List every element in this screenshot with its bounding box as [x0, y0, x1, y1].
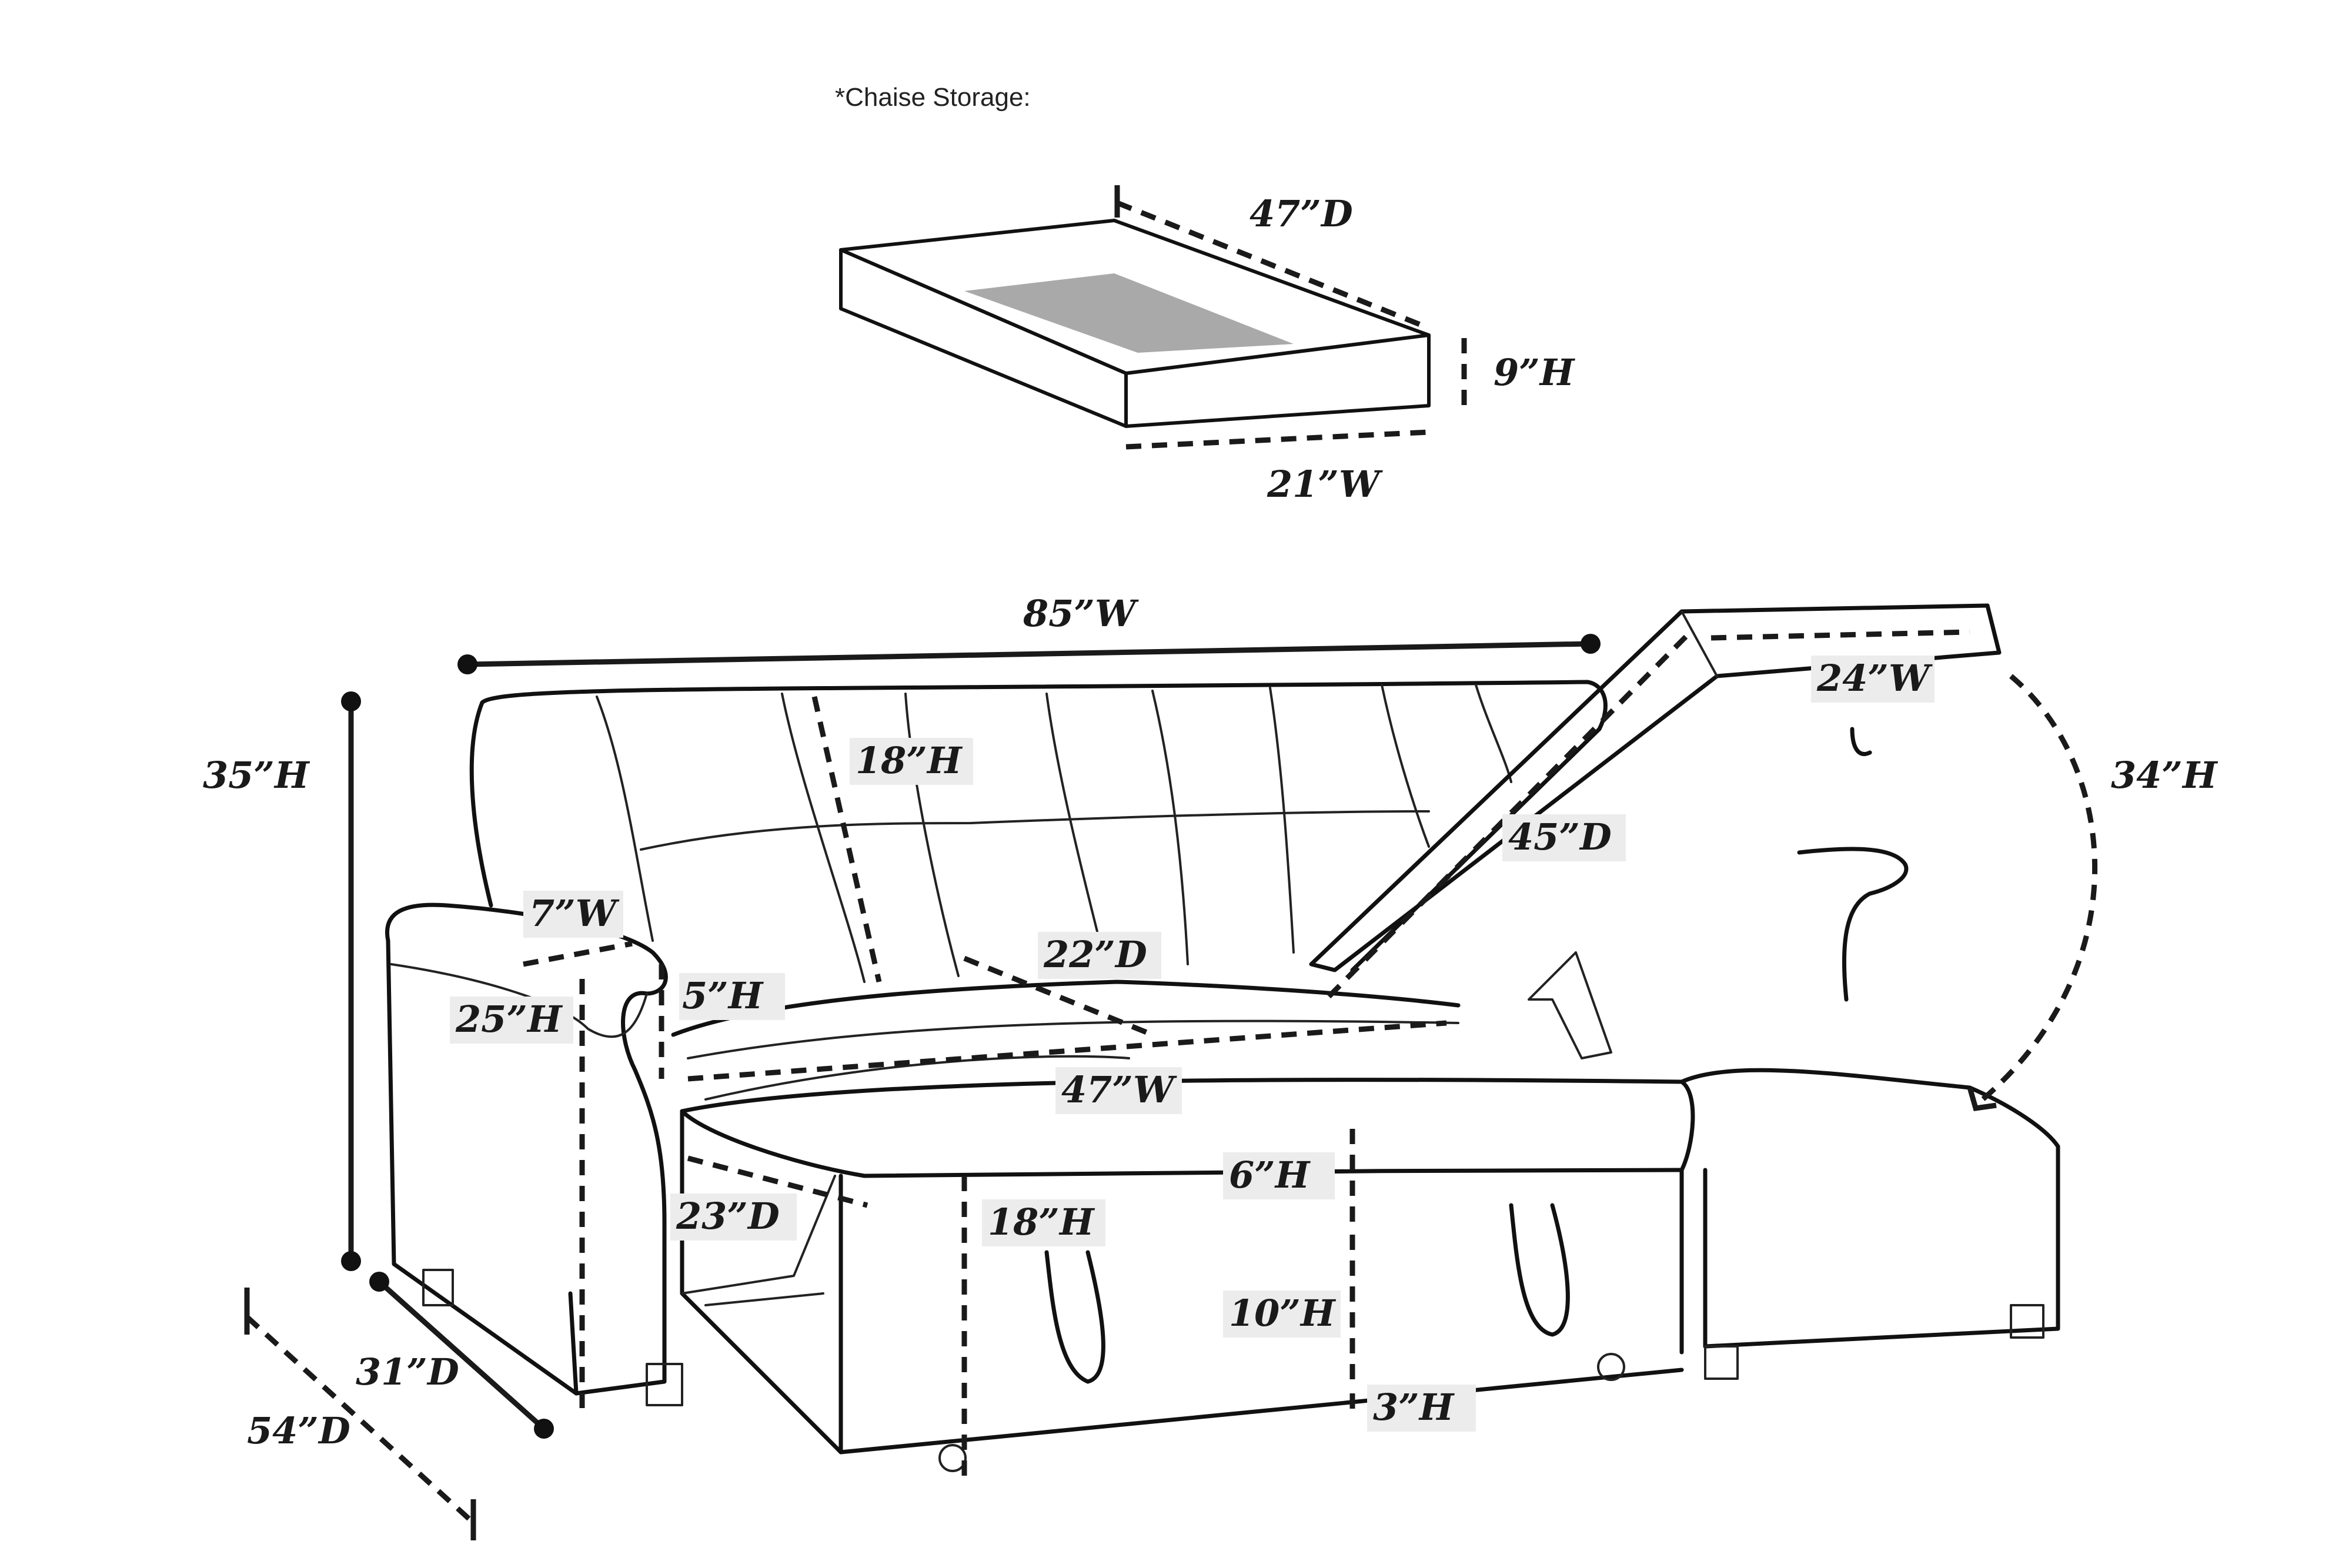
- lid-depth-label-bg: [1502, 814, 1626, 861]
- lid-width-label: 24”W: [1816, 657, 1933, 700]
- seat-width-label-bg: [1055, 1067, 1182, 1114]
- sofa-depth-end-dot: [534, 1419, 554, 1439]
- lid-open-arc: [1974, 674, 2098, 1108]
- overall-width-label: 85”W: [1023, 592, 1139, 635]
- bed-depth-line: [687, 1155, 868, 1208]
- seat-back-edge: [671, 979, 1461, 1037]
- overall-width-end-dot: [1581, 634, 1601, 654]
- leg-left-front: [646, 1363, 683, 1406]
- bed-top: [680, 1078, 1695, 1355]
- chaise-lid-edge: [1681, 610, 1718, 677]
- left-arm-piping: [390, 963, 648, 1038]
- bed-frame-rail: [704, 1292, 824, 1306]
- sofa-depth-label: 31”D: [356, 1350, 459, 1393]
- overall-width-line: [467, 641, 1591, 667]
- base-height-label: 10”H: [1229, 1292, 1337, 1335]
- tray-depth-dimension-line: [1116, 200, 1430, 331]
- bed-frame-brace: [681, 1175, 836, 1295]
- total-depth-label: 54”D: [247, 1409, 350, 1452]
- chaise-body: [1679, 1068, 2060, 1349]
- arm-width-label-bg: [523, 891, 623, 938]
- back-height-label: 18”H: [856, 739, 963, 782]
- back-seam-6: [1269, 687, 1295, 954]
- lid-width-label-bg: [1811, 656, 1935, 703]
- cushion-height-label-bg: [1223, 1152, 1335, 1199]
- seat-width-line: [687, 1020, 1447, 1082]
- lid-open-height-label: 34”H: [2111, 754, 2219, 797]
- dimension-labels: 47”D 9”H 21”W 85”W 35”H 34”H 18”H 24”W 4…: [203, 192, 2219, 1452]
- back-seam-3: [904, 693, 960, 977]
- storage-tray: [839, 185, 1467, 450]
- bed-front-edge: [680, 1109, 1684, 1178]
- lid-open-arrowhead: [1967, 1086, 1997, 1112]
- back-height-line: [811, 696, 882, 982]
- overall-width-start-dot: [457, 654, 477, 674]
- overall-height-bottom-dot: [341, 1251, 361, 1271]
- bed-depth-label: 23”D: [676, 1195, 780, 1238]
- arm-above-seat-label-bg: [679, 973, 785, 1020]
- sofa-depth-line: [377, 1279, 546, 1431]
- leg-chaise-back: [2010, 1304, 2044, 1339]
- leg-height-label: 3”H: [1373, 1386, 1455, 1429]
- back-row-seam: [640, 810, 1430, 851]
- back-seam-2: [781, 693, 866, 983]
- arm-width-label: 7”W: [529, 892, 620, 935]
- arm-above-seat-label: 5”H: [682, 974, 764, 1017]
- bed-height-label: 18”H: [988, 1201, 1095, 1243]
- bed-depth-label-bg: [670, 1193, 797, 1241]
- tray-depth-label: 47”D: [1250, 192, 1353, 235]
- tray-width-label: 21”W: [1267, 463, 1383, 506]
- leg-left-back: [422, 1269, 454, 1306]
- back-seam-4: [1045, 693, 1107, 965]
- back-seam-7: [1381, 684, 1430, 848]
- tray-width-dimension-line: [1125, 429, 1429, 450]
- storage-caption: *Chaise Storage:: [835, 83, 1031, 112]
- overall-height-label: 35”H: [203, 754, 310, 797]
- arm-height-label-bg: [450, 997, 573, 1044]
- tray-right-side: [1124, 333, 1431, 428]
- bed-wheel-left: [938, 1444, 967, 1472]
- back-seam-8: [1475, 684, 1512, 783]
- leg-height-label-bg: [1367, 1385, 1476, 1432]
- base-height-label-bg: [1223, 1290, 1341, 1338]
- lid-width-line: [1710, 629, 1970, 641]
- seat-depth-line: [963, 955, 1154, 1038]
- back-seam-5: [1151, 690, 1189, 965]
- arm-height-label: 25”H: [455, 998, 563, 1041]
- seat-depth-label: 22”D: [1043, 933, 1147, 976]
- seat-row-seam: [687, 1019, 1459, 1059]
- sofa-dimension-lines: [244, 629, 2098, 1540]
- bed-pull-strap-left: [1044, 1250, 1105, 1384]
- sofa-drawing: [385, 603, 2060, 1472]
- chaise-lid-handle: [1850, 727, 1872, 756]
- tray-floor: [964, 273, 1294, 353]
- sofa-backrest: [469, 680, 1608, 972]
- bed-pull-strap-right: [1509, 1203, 1570, 1337]
- sofa-depth-start-dot: [369, 1272, 389, 1292]
- chaise-side-arm: [1797, 847, 1909, 1002]
- back-height-label-bg: [850, 738, 973, 785]
- lid-depth-label: 45”D: [1508, 815, 1612, 858]
- tray-height-label: 9”H: [1494, 351, 1576, 394]
- bed-height-label-bg: [982, 1199, 1105, 1246]
- lid-depth-line: [1327, 633, 1690, 999]
- lid-hinge: [1528, 951, 1612, 1059]
- seat-depth-label-bg: [1038, 932, 1161, 979]
- leg-chaise-front: [1704, 1345, 1739, 1380]
- back-seam-1: [596, 696, 654, 942]
- overall-height-top-dot: [341, 691, 361, 711]
- arm-width-line: [523, 941, 633, 967]
- seat-width-label: 47”W: [1061, 1068, 1177, 1111]
- left-arm-outline: [385, 902, 668, 1396]
- bed-wheel-right: [1597, 1353, 1625, 1381]
- left-arm-front: [386, 938, 579, 1396]
- cushion-height-label: 6”H: [1229, 1154, 1311, 1196]
